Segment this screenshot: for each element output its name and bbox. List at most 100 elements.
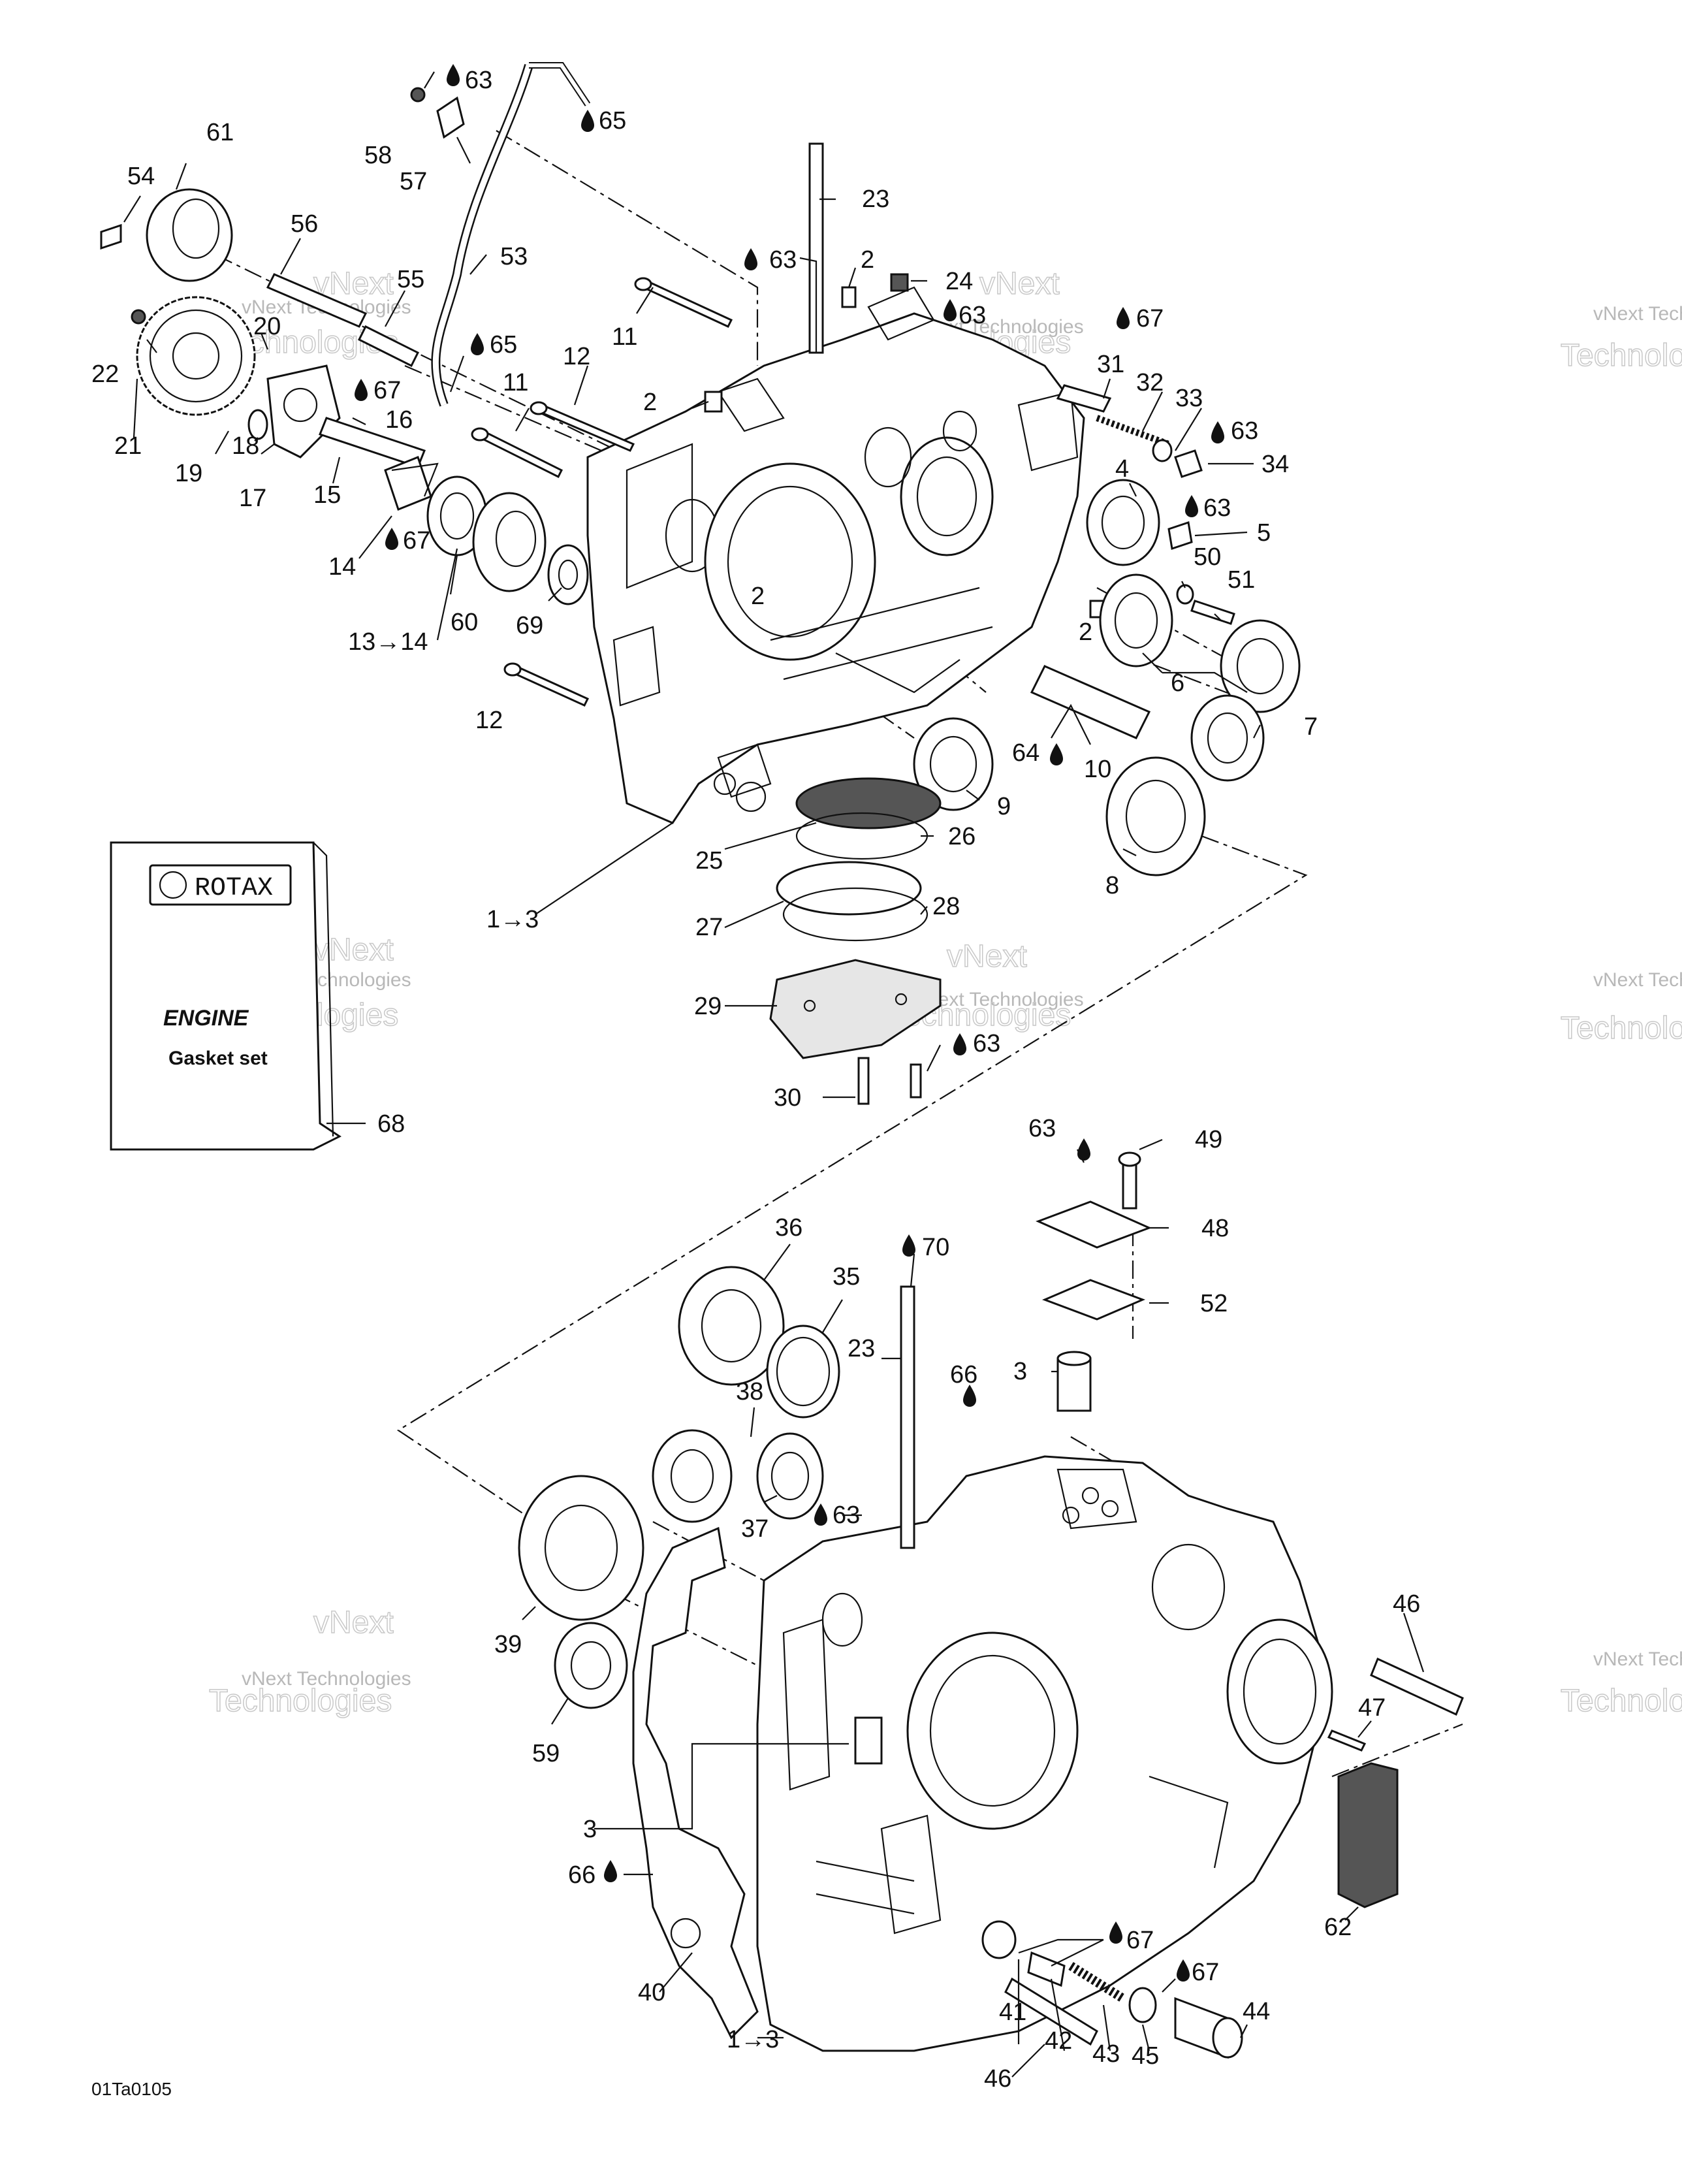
callout-label: 27 — [695, 914, 723, 941]
callout-label: 4 — [1115, 455, 1129, 483]
watermark-outline: Technologies — [1561, 1684, 1682, 1718]
callout-label: 9 — [997, 793, 1011, 820]
watermark-text: vNext Technologies — [242, 1668, 411, 1690]
callout-label: 63 — [465, 67, 492, 94]
callout-label: 31 — [1097, 351, 1124, 378]
callout-label: 7 — [1304, 713, 1318, 741]
callout-label: 49 — [1195, 1126, 1222, 1153]
book-brand: ROTAX — [195, 874, 273, 903]
watermark-text: vNext Technologies — [1593, 1648, 1682, 1670]
leader-lines — [123, 71, 1425, 2078]
callout-label: 17 — [239, 485, 266, 512]
watermark-outline: vNext — [947, 939, 1027, 974]
callout-label: 20 — [253, 313, 281, 340]
callout-label: 1→3 — [727, 2026, 779, 2053]
callout-label: 34 — [1262, 451, 1289, 478]
callout-label: 11 — [503, 369, 528, 396]
callout-label: 32 — [1136, 369, 1164, 396]
callout-label: 12 — [475, 707, 503, 734]
callout-label: 2 — [751, 583, 765, 610]
callout-label: 63 — [1231, 417, 1258, 445]
callout-label: 39 — [494, 1631, 522, 1658]
callout-label: 55 — [397, 266, 424, 293]
callout-label: 48 — [1201, 1215, 1229, 1242]
upper-small-parts — [100, 62, 1301, 1105]
callout-label: 29 — [694, 993, 722, 1020]
figure-code: 01Ta0105 — [91, 2079, 172, 2099]
callout-label: 50 — [1194, 543, 1221, 571]
lubricant-drops — [355, 64, 1224, 1982]
callout-label: 53 — [500, 243, 528, 270]
callout-label: 35 — [833, 1263, 860, 1291]
callout-label: 44 — [1243, 1998, 1270, 2025]
callout-label: 65 — [490, 331, 517, 359]
callout-label: 67 — [403, 527, 430, 554]
watermark-text: vNext Technologies — [1593, 303, 1682, 325]
callout-label: 58 — [364, 142, 392, 169]
callout-label: 67 — [1126, 1927, 1154, 1954]
callout-label: 51 — [1228, 566, 1255, 594]
callout-label: 63 — [959, 302, 986, 329]
gasket-set-book: ROTAX ENGINE Gasket set — [110, 841, 341, 1151]
callout-label: 19 — [175, 460, 202, 487]
callout-labels: 63 65 58 57 61 54 56 53 23 55 63 2 24 63… — [91, 67, 1420, 2093]
callout-label: 12 — [563, 343, 590, 370]
watermark-text: vNext Technologies — [914, 989, 1084, 1010]
callout-label: 6 — [1171, 669, 1184, 697]
callout-label: 47 — [1358, 1694, 1386, 1722]
callout-label: 65 — [599, 107, 626, 135]
callout-label: 54 — [127, 163, 155, 190]
callout-label: 25 — [695, 847, 723, 875]
callout-label: 68 — [377, 1110, 405, 1138]
callout-label: 14 — [328, 553, 356, 581]
callout-label: 28 — [932, 893, 960, 920]
callout-label: 60 — [451, 609, 478, 636]
callout-label: 63 — [973, 1030, 1000, 1057]
callout-label: 43 — [1092, 2040, 1120, 2068]
callout-label: 40 — [638, 1979, 665, 2006]
callout-label: 67 — [1192, 1959, 1219, 1986]
callout-label: 2 — [1079, 618, 1092, 646]
callout-label: 36 — [775, 1214, 802, 1242]
watermark-outline: vNext — [313, 1605, 394, 1640]
callout-label: 59 — [532, 1740, 560, 1767]
callout-label: 46 — [984, 2065, 1011, 2093]
callout-label: 41 — [999, 1999, 1026, 2026]
callout-label: 61 — [206, 119, 234, 146]
callout-label: 45 — [1132, 2042, 1159, 2070]
watermark-text: vNext Technologies — [1593, 969, 1682, 991]
watermark-outline: vNext — [979, 266, 1060, 301]
callout-label: 63 — [833, 1502, 860, 1529]
callout-label: 66 — [950, 1361, 977, 1389]
book-subtitle: Gasket set — [168, 1048, 268, 1069]
callout-label: 63 — [1028, 1115, 1056, 1142]
watermark-outline: Technologies — [1561, 1011, 1682, 1046]
callout-label: 8 — [1105, 872, 1119, 899]
callout-label: 69 — [516, 612, 543, 639]
callout-label: 52 — [1200, 1290, 1228, 1317]
callout-label: 26 — [948, 823, 976, 850]
callout-label: 46 — [1393, 1590, 1420, 1618]
callout-label: 67 — [1136, 305, 1164, 332]
callout-label: 18 — [232, 432, 259, 460]
callout-label: 11 — [612, 323, 637, 351]
callout-label: 3 — [583, 1816, 597, 1843]
callout-label: 42 — [1045, 2027, 1072, 2055]
callout-label: 16 — [385, 406, 413, 434]
callout-label: 63 — [1203, 494, 1231, 522]
callout-label: 63 — [769, 246, 797, 274]
callout-label: 33 — [1175, 385, 1203, 412]
callout-label: 10 — [1084, 756, 1111, 783]
callout-label: 21 — [114, 432, 142, 460]
callout-label: 3 — [1013, 1358, 1027, 1385]
callout-label: 23 — [862, 185, 889, 213]
callout-label: 2 — [861, 246, 874, 274]
watermark-outline: Technologies — [209, 1684, 392, 1718]
callout-label: 70 — [922, 1234, 949, 1261]
callout-label: 1→3 — [486, 906, 539, 933]
callout-label: 24 — [945, 268, 973, 295]
callout-label: 13→14 — [348, 628, 428, 656]
callout-label: 66 — [568, 1861, 595, 1889]
callout-label: 38 — [736, 1378, 763, 1405]
